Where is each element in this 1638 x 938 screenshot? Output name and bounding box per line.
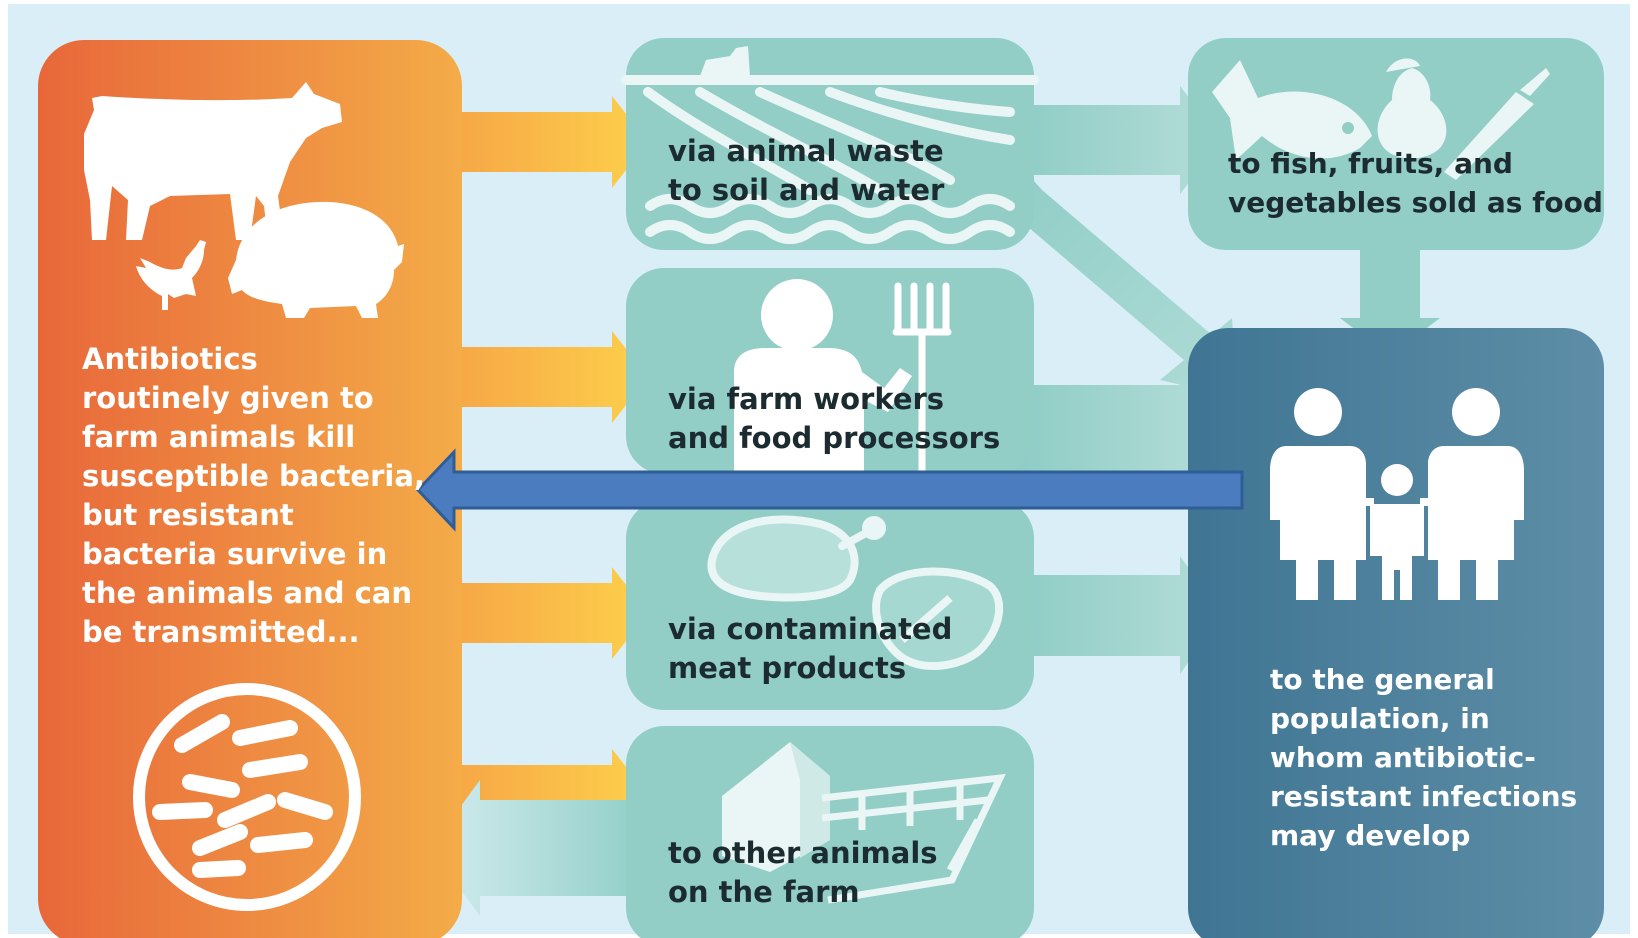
population-text: to the general population, in whom antib… — [1270, 660, 1577, 855]
source-line: farm animals kill — [82, 420, 356, 454]
pathway-line: via animal waste — [668, 134, 944, 168]
family-icon — [1270, 388, 1524, 600]
food-line: to fish, fruits, and — [1228, 147, 1513, 180]
roast-chicken-icon — [707, 515, 886, 602]
population-line: resistant infections — [1270, 780, 1578, 813]
chicken-icon — [136, 240, 206, 310]
source-line: but resistant — [82, 498, 294, 532]
source-line: susceptible bacteria, — [82, 459, 425, 493]
cow-icon — [84, 82, 342, 240]
source-to-pathway-arrows — [450, 96, 648, 841]
population-line: to the general — [1270, 663, 1495, 696]
source-line: Antibiotics — [82, 342, 258, 376]
food-text: to fish, fruits, and vegetables sold as … — [1228, 144, 1603, 222]
pathway-line: and food processors — [668, 421, 1001, 455]
pathway-text-other-animals: to other animals on the farm — [668, 834, 938, 912]
pathway-line: to soil and water — [668, 173, 945, 207]
source-line: be transmitted... — [82, 615, 360, 649]
farm-worker-icon — [734, 279, 912, 474]
feedback-arrow — [415, 448, 1244, 532]
source-line: the animals and can — [82, 576, 412, 610]
pathway-to-population-arrows — [975, 86, 1440, 674]
population-line: whom antibiotic- — [1270, 741, 1536, 774]
population-line: population, in — [1270, 702, 1490, 735]
pathway-line: via farm workers — [668, 382, 945, 416]
pitchfork-icon — [892, 282, 952, 478]
pathway-text-meat: via contaminated meat products — [668, 610, 952, 688]
source-line: bacteria survive in — [82, 537, 388, 571]
back-to-source-arrow — [430, 780, 650, 916]
bacteria-icon — [133, 683, 361, 911]
steak-icon — [872, 567, 1003, 670]
fish-icon — [1212, 60, 1372, 160]
pathway-text-workers: via farm workers and food processors — [668, 380, 1000, 458]
barn-icon — [722, 742, 830, 872]
pathway-line: via contaminated — [668, 612, 953, 646]
food-line: vegetables sold as food — [1228, 186, 1603, 219]
pathway-line: meat products — [668, 651, 907, 685]
pathway-box-soil-water — [626, 38, 1034, 250]
pig-icon — [228, 201, 404, 318]
pear-icon — [1377, 58, 1447, 159]
pathway-line: to other animals — [668, 836, 938, 870]
pathway-text-soil-water: via animal waste to soil and water — [668, 132, 944, 210]
barn-small-icon — [700, 46, 750, 76]
source-text: Antibiotics routinely given to farm anim… — [82, 340, 425, 652]
fence-icon — [821, 773, 1006, 904]
carrot-icon — [1444, 68, 1550, 180]
farm-field-icon — [621, 75, 1039, 244]
population-line: may develop — [1270, 819, 1471, 852]
source-line: routinely given to — [82, 381, 374, 415]
pathway-line: on the farm — [668, 875, 860, 909]
